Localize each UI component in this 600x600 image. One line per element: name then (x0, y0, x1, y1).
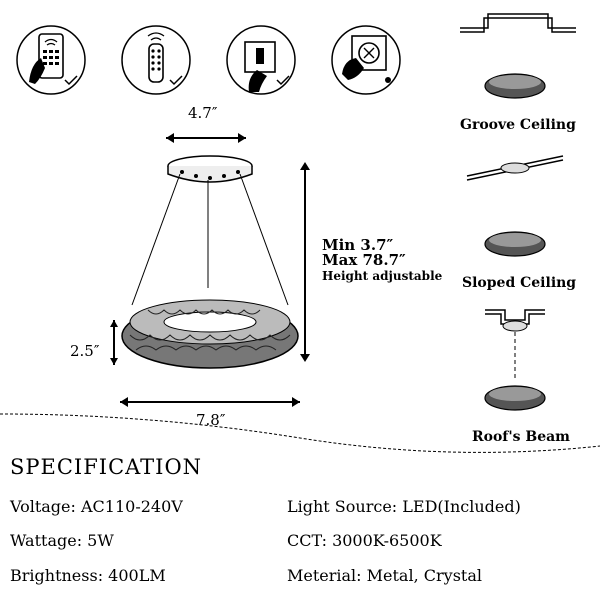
remote-control-icon (120, 24, 192, 96)
shade-width-label: 7.8″ (196, 411, 226, 429)
top-width-label: 4.7″ (188, 104, 218, 122)
wall-switch-icon (225, 24, 297, 96)
shade-height-label: 2.5″ (70, 342, 100, 360)
groove-ceiling-label: Groove Ceiling (460, 117, 576, 133)
height-arrow (300, 162, 310, 362)
chandelier-diagram (110, 133, 300, 407)
roofs-beam-label: Roof's Beam (472, 429, 570, 445)
spec-wattage: Wattage: 5W (10, 531, 114, 550)
height-max-label: Max 78.7″ (322, 251, 406, 269)
height-dimensions: Min 3.7″ Max 78.7″ Height adjustable (322, 236, 443, 283)
spec-brightness: Brightness: 400LM (10, 566, 166, 585)
section-divider (0, 413, 600, 453)
spec-cct: CCT: 3000K-6500K (287, 531, 442, 550)
specification-title: SPECIFICATION (10, 455, 203, 479)
ceiling-options-diagram (460, 13, 576, 411)
app-control-icon (15, 24, 87, 96)
spec-material: Meterial: Metal, Crystal (287, 566, 482, 585)
spec-voltage: Voltage: AC110-240V (10, 497, 183, 516)
height-min-label: Min 3.7″ (322, 236, 394, 254)
height-note-label: Height adjustable (322, 269, 443, 283)
dimmer-knob-icon (330, 24, 402, 96)
sloped-ceiling-label: Sloped Ceiling (462, 275, 577, 291)
spec-light-source: Light Source: LED(Included) (287, 497, 521, 516)
